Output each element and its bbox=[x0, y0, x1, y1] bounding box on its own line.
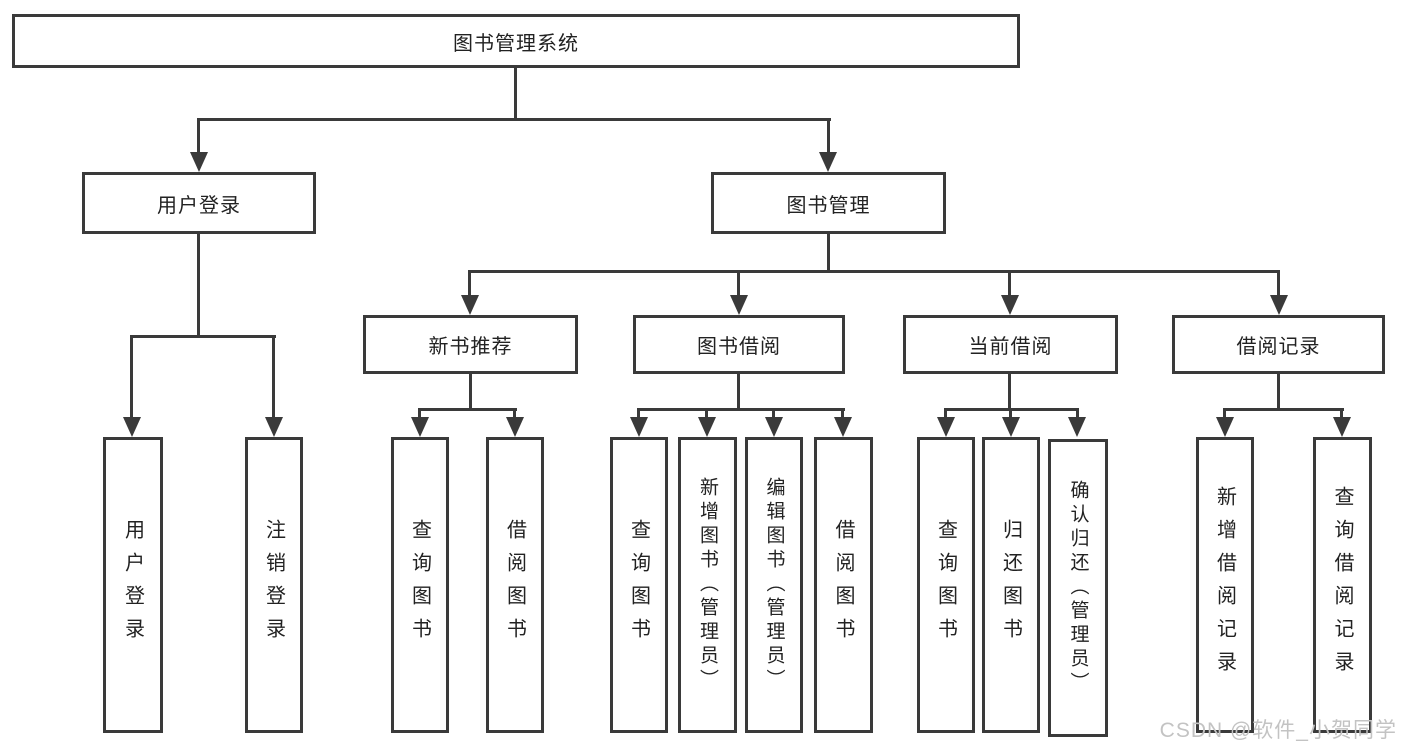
arrowhead-down-icon bbox=[1333, 417, 1351, 437]
connector-line bbox=[944, 408, 947, 419]
leaf-add-books-admin: 新增图书（管理员） bbox=[678, 437, 737, 733]
connector-line bbox=[1277, 270, 1280, 297]
arrowhead-down-icon bbox=[265, 417, 283, 437]
connector-line bbox=[1277, 374, 1280, 411]
node-borrow-records: 借阅记录 bbox=[1172, 315, 1385, 374]
leaf-return-books: 归还图书 bbox=[982, 437, 1040, 733]
connector-line bbox=[772, 408, 775, 419]
node-label: 归还图书 bbox=[999, 519, 1022, 651]
connector-line bbox=[468, 270, 471, 297]
node-label: 新增借阅记录 bbox=[1213, 486, 1236, 684]
arrowhead-down-icon bbox=[730, 295, 748, 315]
leaf-confirm-return-admin: 确认归还（管理员） bbox=[1048, 439, 1108, 737]
node-label: 确认归还（管理员） bbox=[1067, 480, 1089, 696]
connector-line bbox=[418, 408, 421, 419]
node-book-management: 图书管理 bbox=[711, 172, 946, 234]
connector-line bbox=[737, 374, 740, 411]
node-label: 图书管理系统 bbox=[453, 32, 579, 55]
leaf-query-books-recommend: 查询图书 bbox=[391, 437, 449, 733]
connector-line bbox=[1340, 408, 1343, 419]
leaf-user-login: 用户登录 bbox=[103, 437, 163, 733]
node-label: 查询图书 bbox=[408, 519, 431, 651]
connector-line bbox=[514, 68, 517, 121]
node-label: 借阅图书 bbox=[832, 519, 854, 651]
arrowhead-down-icon bbox=[461, 295, 479, 315]
node-label: 图书管理 bbox=[786, 194, 871, 217]
arrowhead-down-icon bbox=[190, 152, 208, 172]
connector-line bbox=[827, 118, 830, 156]
connector-line bbox=[1223, 408, 1344, 411]
node-label: 注销登录 bbox=[262, 519, 285, 651]
connector-line bbox=[513, 408, 516, 419]
connector-line bbox=[469, 374, 472, 411]
arrowhead-down-icon bbox=[819, 152, 837, 172]
leaf-query-borrow-record: 查询借阅记录 bbox=[1313, 437, 1372, 733]
node-root-library-system: 图书管理系统 bbox=[12, 14, 1020, 68]
arrowhead-down-icon bbox=[1270, 295, 1288, 315]
arrowhead-down-icon bbox=[698, 417, 716, 437]
leaf-add-borrow-record: 新增借阅记录 bbox=[1196, 437, 1254, 733]
node-label: 当前借阅 bbox=[968, 336, 1053, 358]
node-book-borrow: 图书借阅 bbox=[633, 315, 845, 374]
connector-line bbox=[272, 335, 275, 419]
node-label: 用户登录 bbox=[121, 519, 144, 651]
connector-line bbox=[637, 408, 845, 411]
connector-line bbox=[1223, 408, 1226, 419]
connector-line bbox=[130, 335, 276, 338]
connector-line bbox=[418, 408, 517, 411]
connector-line bbox=[197, 118, 831, 121]
leaf-query-books-current: 查询图书 bbox=[917, 437, 975, 733]
node-label: 新增图书（管理员） bbox=[697, 477, 718, 693]
connector-line bbox=[705, 408, 708, 419]
connector-line bbox=[827, 234, 830, 273]
node-label: 借阅记录 bbox=[1236, 336, 1321, 358]
arrowhead-down-icon bbox=[1068, 417, 1086, 437]
connector-line bbox=[197, 118, 200, 156]
connector-line bbox=[130, 335, 133, 419]
node-label: 查询图书 bbox=[934, 519, 957, 651]
arrowhead-down-icon bbox=[506, 417, 524, 437]
connector-line bbox=[1076, 408, 1079, 419]
arrowhead-down-icon bbox=[630, 417, 648, 437]
node-label: 编辑图书（管理员） bbox=[763, 477, 785, 693]
arrowhead-down-icon bbox=[765, 417, 783, 437]
arrowhead-down-icon bbox=[1002, 417, 1020, 437]
arrowhead-down-icon bbox=[1216, 417, 1234, 437]
node-label: 新书推荐 bbox=[428, 336, 513, 358]
leaf-edit-books-admin: 编辑图书（管理员） bbox=[745, 437, 803, 733]
connector-line bbox=[1008, 270, 1011, 297]
arrowhead-down-icon bbox=[411, 417, 429, 437]
connector-line bbox=[197, 234, 200, 338]
node-label: 借阅图书 bbox=[503, 519, 526, 651]
leaf-borrow-books: 借阅图书 bbox=[814, 437, 873, 733]
arrowhead-down-icon bbox=[937, 417, 955, 437]
connector-line bbox=[468, 270, 1280, 273]
node-label: 图书借阅 bbox=[697, 336, 781, 358]
arrowhead-down-icon bbox=[1001, 295, 1019, 315]
node-user-login: 用户登录 bbox=[82, 172, 316, 234]
node-new-book-recommend: 新书推荐 bbox=[363, 315, 578, 374]
node-label: 用户登录 bbox=[157, 194, 241, 217]
node-current-borrow: 当前借阅 bbox=[903, 315, 1118, 374]
node-label: 查询图书 bbox=[627, 519, 650, 651]
csdn-watermark: CSDN @软件_小贺同学 bbox=[1159, 719, 1397, 742]
connector-line bbox=[1008, 374, 1011, 411]
connector-line bbox=[1009, 408, 1012, 419]
connector-line bbox=[737, 270, 740, 297]
leaf-borrow-books-recommend: 借阅图书 bbox=[486, 437, 544, 733]
leaf-logout: 注销登录 bbox=[245, 437, 303, 733]
arrowhead-down-icon bbox=[123, 417, 141, 437]
arrowhead-down-icon bbox=[834, 417, 852, 437]
connector-line bbox=[841, 408, 844, 419]
node-label: 查询借阅记录 bbox=[1331, 486, 1353, 684]
connector-line bbox=[637, 408, 640, 419]
leaf-query-books-borrow: 查询图书 bbox=[610, 437, 668, 733]
